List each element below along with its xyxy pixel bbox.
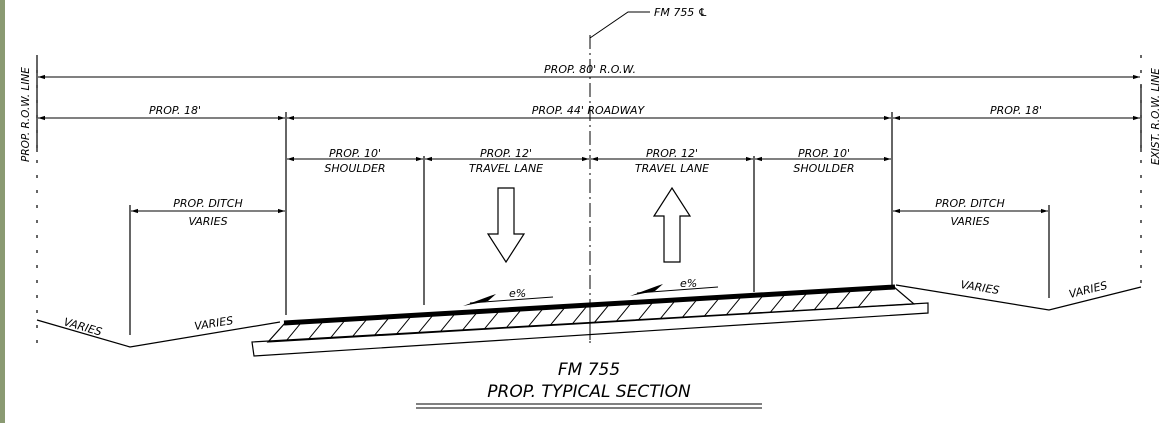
hatch-line [549, 308, 565, 326]
slope-label-4: VARIES [1068, 279, 1109, 301]
right-lane-line1: PROP. 12' [646, 147, 698, 160]
up-arrow-icon [652, 186, 692, 263]
right-slope-label: e% [680, 277, 697, 290]
right-lane-line2: TRAVEL LANE [635, 162, 709, 175]
down-arrow-icon [486, 187, 526, 264]
hatch-line [505, 310, 521, 329]
left-slope-arrow-line [469, 296, 554, 304]
right-shoulder-line2: SHOULDER [793, 162, 854, 175]
right-ditch-line2: VARIES [950, 215, 989, 228]
hatch-line [571, 306, 587, 325]
pavement-hatching [285, 290, 873, 342]
left-slope-label: e% [509, 287, 526, 300]
left-edge-strip [0, 0, 5, 423]
hatch-line [483, 312, 499, 330]
hatch-line [373, 318, 389, 337]
hatch-line [637, 303, 653, 321]
slope-label-2: VARIES [193, 314, 234, 333]
slope-label-1: VARIES [62, 315, 103, 338]
right-18-label: PROP. 18' [990, 104, 1042, 117]
centerline-leader [589, 11, 650, 39]
slope-label-3: VARIES [960, 278, 1001, 297]
hatch-line [857, 290, 873, 308]
hatch-line [681, 300, 697, 319]
row-dimension-label: PROP. 80' R.O.W. [544, 63, 636, 76]
hatch-line [703, 299, 719, 317]
hatch-line [769, 295, 785, 313]
right-slope-arrow-line [636, 286, 719, 294]
title-line2: PROP. TYPICAL SECTION [487, 382, 691, 402]
hatch-line [615, 304, 631, 323]
left-18-label: PROP. 18' [149, 104, 201, 117]
left-shoulder-line2: SHOULDER [324, 162, 385, 175]
centerline-label: FM 755 ℄ [654, 6, 708, 19]
hatch-line [725, 297, 741, 316]
left-row-label: PROP. R.O.W. LINE [20, 67, 32, 162]
left-lane-line2: TRAVEL LANE [469, 162, 543, 175]
hatch-line [439, 314, 455, 333]
left-ditch-line2: VARIES [188, 215, 227, 228]
left-shoulder-line1: PROP. 10' [329, 147, 381, 160]
hatch-line [461, 313, 477, 332]
right-ditch-line1: PROP. DITCH [935, 197, 1004, 210]
hatch-line [351, 319, 367, 338]
hatch-line [285, 323, 301, 342]
title-line1: FM 755 [558, 360, 620, 380]
right-row-label: EXIST. R.O.W. LINE [1150, 68, 1162, 165]
roadway-label: PROP. 44' ROADWAY [532, 104, 646, 117]
left-ditch-line1: PROP. DITCH [173, 197, 242, 210]
left-lane-line1: PROP. 12' [480, 147, 532, 160]
hatch-line [791, 293, 807, 312]
right-slope-arrow-icon [630, 284, 663, 296]
hatch-line [395, 317, 411, 335]
hatch-line [813, 292, 829, 311]
hatch-line [527, 309, 543, 328]
left-slope-arrow-icon [463, 294, 496, 306]
hatch-line [593, 305, 609, 324]
hatch-line [307, 322, 323, 341]
right-shoulder-line1: PROP. 10' [798, 147, 850, 160]
hatch-line [329, 321, 345, 339]
hatch-line [659, 301, 675, 320]
hatch-line [835, 291, 851, 310]
left-ground-line [36, 319, 281, 348]
pavement-hatch-region [266, 286, 916, 343]
right-ground-line [895, 284, 1142, 311]
hatch-line [747, 296, 763, 315]
hatch-line [417, 315, 433, 334]
